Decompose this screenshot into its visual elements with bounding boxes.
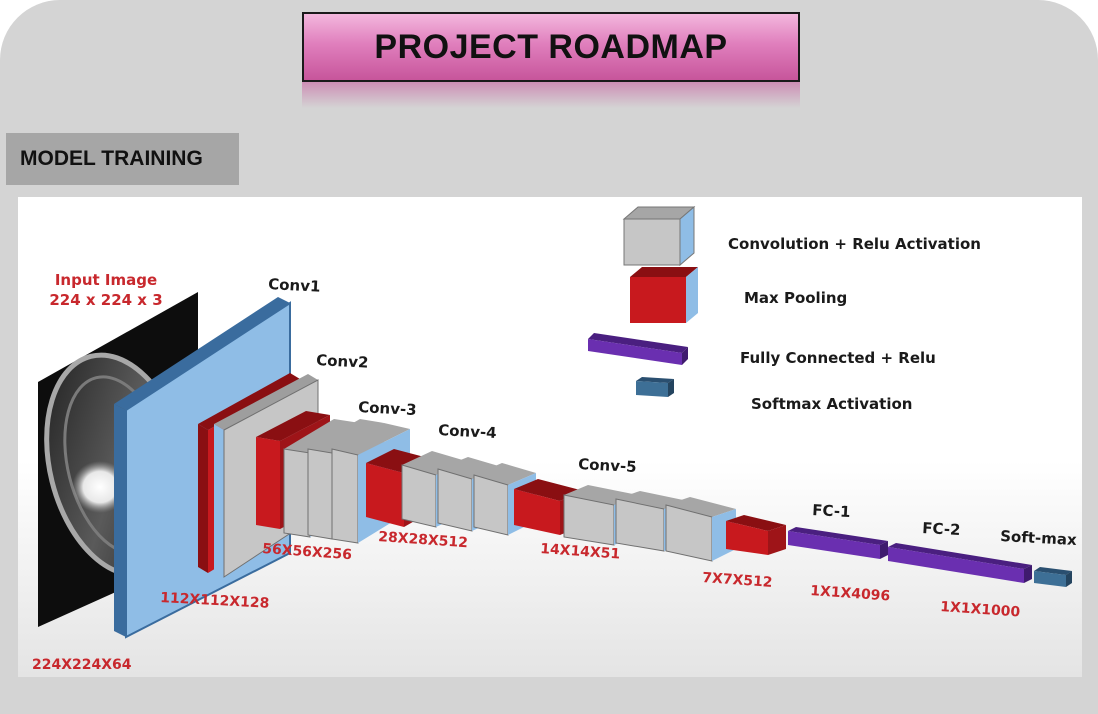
softmax-block	[1034, 567, 1072, 587]
dim-label-28: 28X28X512	[378, 529, 469, 551]
fc1-block	[788, 527, 888, 559]
dim-label-4096: 1X1X4096	[810, 583, 891, 605]
dim-label-112: 112X112X128	[160, 590, 270, 612]
dim-label-56: 56X56X256	[262, 541, 353, 563]
architecture-svg: Input Image 224 x 224 x 3	[32, 205, 1078, 673]
legend-pool-label: Max Pooling	[744, 289, 847, 307]
section-label: MODEL TRAINING	[20, 147, 203, 170]
conv3-block	[256, 411, 410, 544]
layer-label-conv5: Conv-5	[578, 455, 637, 476]
legend-softmax-swatch	[636, 377, 674, 397]
layer-label-conv4: Conv-4	[438, 421, 497, 442]
dim-label-14: 14X14X51	[540, 541, 621, 563]
layer-label-fc1: FC-1	[812, 501, 851, 521]
layer-label-conv1: Conv1	[268, 275, 321, 296]
section-label-box: MODEL TRAINING	[6, 133, 239, 185]
dim-label-224: 224X224X64	[32, 657, 132, 673]
fc2-block	[888, 543, 1032, 583]
layer-label-fc2: FC-2	[922, 519, 961, 539]
layer-label-softmax: Soft-max	[1000, 527, 1078, 549]
dim-label-1000: 1X1X1000	[940, 599, 1021, 621]
legend-fc-label: Fully Connected + Relu	[740, 349, 936, 367]
conv4-block	[366, 449, 536, 536]
legend-softmax-label: Softmax Activation	[751, 395, 912, 413]
dim-label-7: 7X7X512	[702, 570, 773, 591]
legend-fc-swatch	[588, 333, 688, 365]
input-size: 224 x 224 x 3	[49, 291, 162, 309]
layer-label-conv2: Conv2	[316, 351, 369, 372]
vgg-architecture-diagram: Input Image 224 x 224 x 3	[18, 197, 1082, 677]
title-banner: PROJECT ROADMAP	[302, 12, 800, 82]
legend-pool-swatch	[630, 267, 698, 323]
input-title: Input Image	[55, 271, 157, 289]
conv5-block	[514, 479, 786, 562]
page-title: PROJECT ROADMAP	[374, 27, 728, 66]
layer-label-conv3: Conv-3	[358, 398, 417, 419]
legend: Convolution + Relu Activation Max Poolin…	[588, 205, 981, 413]
legend-conv-swatch	[622, 205, 696, 267]
legend-conv-label: Convolution + Relu Activation	[728, 235, 981, 253]
title-reflection	[302, 82, 800, 108]
